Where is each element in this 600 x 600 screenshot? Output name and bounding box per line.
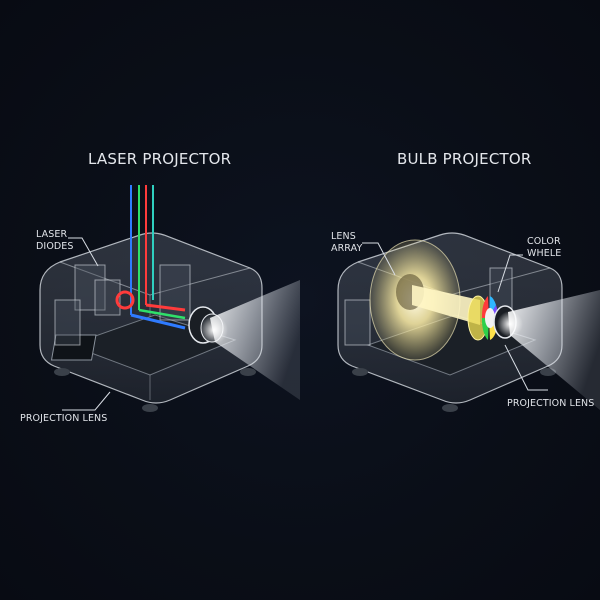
- laser-diodes-label: LASER DIODES: [36, 229, 74, 252]
- laser-projection-lens-label: PROJECTION LENS: [20, 413, 108, 424]
- bulb-projector-title: BULB PROJECTOR: [397, 150, 532, 168]
- bulb-projector-illustration: [337, 232, 600, 412]
- laser-projector-illustration: [39, 185, 300, 412]
- color-wheel-label: COLOR WHELE: [527, 236, 562, 259]
- laser-projector-title: LASER PROJECTOR: [88, 150, 232, 168]
- bulb-projection-lens-label: PROJECTION LENS: [507, 398, 595, 409]
- lens-array-label: LENS ARRAY: [331, 231, 363, 254]
